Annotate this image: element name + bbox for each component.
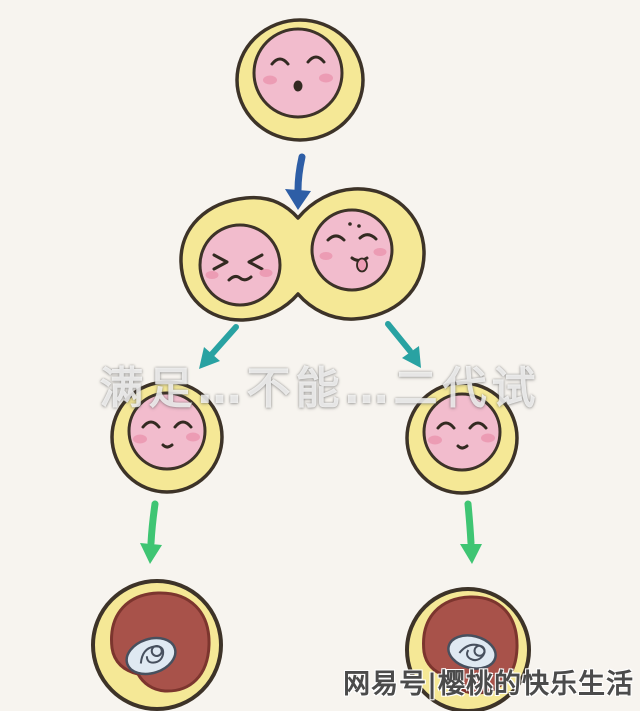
face-happy-closed-eyes (263, 57, 333, 92)
mouth (163, 445, 172, 447)
arrow-down-left-teal (199, 327, 236, 369)
cell-stage-3-right (407, 383, 517, 493)
cell-stage-2-dividing (181, 189, 424, 320)
blush-left (428, 435, 442, 445)
right-wink-eye-icon (360, 235, 376, 239)
freckle-dot (348, 222, 352, 226)
left-eye-icon (143, 422, 159, 427)
arrow-down-right-teal (388, 324, 421, 368)
embryo-cell-right (407, 589, 529, 711)
nucleus-right-winking (312, 210, 392, 290)
left-eye-icon (272, 59, 288, 64)
blush-right (186, 432, 200, 442)
blush-right (481, 433, 495, 443)
left-eye-icon (328, 236, 344, 240)
mouth (458, 446, 467, 448)
blush-left (133, 434, 147, 444)
cell-nucleus (129, 393, 205, 469)
cell-nucleus (254, 29, 342, 117)
right-eye-icon (175, 422, 191, 427)
blush-right (259, 269, 273, 277)
cell-stage-3-left (112, 382, 222, 492)
nucleus-left-straining (200, 225, 280, 305)
right-squint-eye-icon (249, 255, 262, 269)
cell-stage-1-zygote (237, 20, 363, 140)
left-squint-eye-icon (214, 255, 227, 269)
blush-right (373, 248, 387, 256)
embryo-cell-left (93, 581, 221, 709)
arrow-down-green-left (140, 504, 162, 564)
blush-left (205, 271, 219, 279)
embryo-figure (445, 631, 499, 674)
arrow-down-green-right (460, 504, 482, 564)
tongue (357, 259, 367, 272)
wavy-mouth (229, 276, 251, 280)
blush-left (319, 252, 333, 260)
mouth (293, 80, 303, 92)
freckle-dot (357, 224, 361, 228)
left-eye-icon (438, 423, 454, 428)
cell-nucleus (424, 394, 500, 470)
right-eye-icon (308, 57, 324, 62)
embryo-figure (122, 632, 180, 680)
arrow-down-blue (285, 157, 311, 210)
blush-right (319, 73, 333, 83)
right-eye-icon (470, 423, 486, 428)
blush-left (263, 75, 277, 85)
